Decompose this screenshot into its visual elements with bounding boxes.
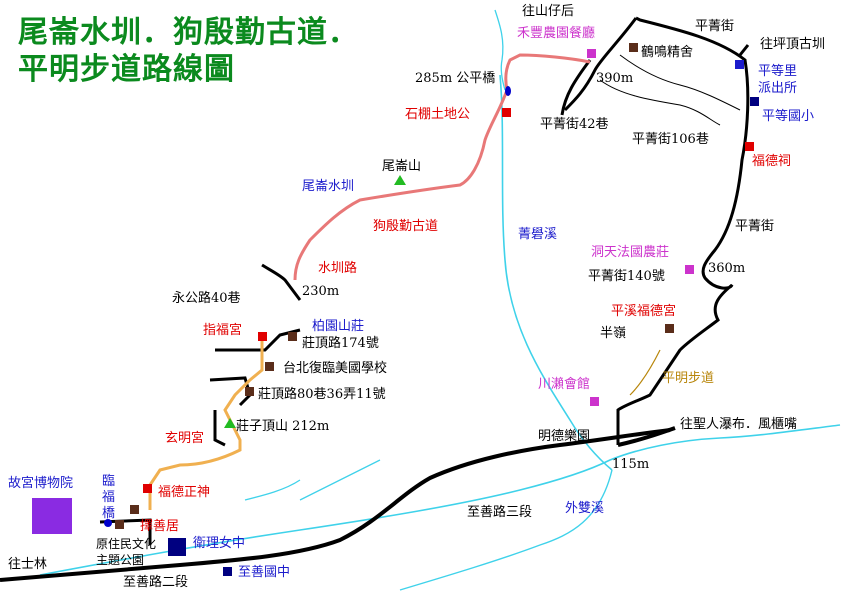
mountain-icon [224,418,236,428]
road-to-pingding [738,44,750,56]
gongping-bridge-marker [505,86,511,96]
left-stream [299,459,381,501]
label-canal-road: 水圳路 [318,261,358,276]
goyinqin-trail-line [293,53,591,281]
label-police-1: 平等里 [758,64,798,79]
zhuangding-80-branch [209,376,252,407]
label-pingming-trail: 平明步道 [662,371,715,386]
north-stream [494,9,506,91]
yonggong-road-branch [261,263,302,301]
label-zheshan: 擇善居 [140,519,180,534]
heming-path [619,54,741,111]
heyfeng-restaurant-marker [587,49,596,58]
road-to-waterfall [617,426,676,447]
pingxi-temple-marker [665,324,674,333]
zhifu-temple-marker [258,332,267,341]
label-palace-museum: 故宮博物院 [8,476,74,491]
zhishan-road [0,428,671,582]
label-shipeng-temple: 石棚土地公 [405,107,471,122]
chuanlai-marker [590,397,599,406]
map-title-line-1: 尾崙水圳．狗殷勤古道． [18,15,359,50]
dongtian-farm-marker [685,265,694,274]
label-pingjing-st-top: 平菁街 [695,19,735,34]
label-weilunshan: 尾崙山 [382,159,422,174]
waishuang-creek-stream [39,424,841,576]
label-elev-390: 390m [596,71,634,86]
shipeng-temple-marker [502,108,511,117]
label-weilun-canal: 尾崙水圳 [302,179,355,194]
label-pingjing-42: 平菁街42巷 [540,117,609,132]
label-weili-school: 衛理女中 [193,536,246,551]
label-hemingjing: 鶴鳴精舍 [641,45,694,60]
path-106 [599,79,721,126]
label-zhishan-3: 至善路三段 [467,505,533,520]
label-aboriginal-park-2: 主題公園 [96,553,145,567]
zhuangding-80-marker [245,387,254,396]
label-zhuangding-174: 莊頂路174號 [302,336,379,351]
left-stream-2 [244,479,301,501]
label-waishuang-creek: 外雙溪 [565,501,605,516]
label-american-school: 台北復臨美國學校 [283,361,388,376]
label-goyinqin-trail: 狗殷勤古道 [373,219,439,234]
zhishan-school-marker [223,567,232,576]
label-gongping-bridge: 285m 公平橋 [415,71,496,86]
label-zhishan-school: 至善國中 [238,565,291,580]
bridge-dot-marker [104,519,112,527]
label-pingjing-140: 平菁街140號 [588,269,665,284]
label-pingjing-st-mid: 平菁街 [735,219,775,234]
label-wangshanzaihou: 往山仔后 [522,4,575,19]
label-fude-zhengshen: 福德正神 [158,485,211,500]
zhuangziding-branch [213,410,226,447]
heming-marker [629,43,638,52]
palace-museum-marker [32,498,72,534]
label-dongtian-farm: 洞天法國農莊 [591,245,670,260]
label-banling: 半嶺 [600,326,627,341]
road-to-shanzaihou [563,17,638,112]
label-jingquan-creek: 菁礐溪 [518,227,558,242]
label-to-pingding: 往坪頂古圳 [760,37,826,52]
label-linfu-bridge: 臨福橋 [102,474,116,521]
zheshan-marker [115,520,124,529]
police-marker [735,60,744,69]
label-xuanming-temple: 玄明宮 [165,431,205,446]
road-42-alley [560,59,592,116]
label-to-waterfall: 往聖人瀑布．風櫃嘴 [680,417,798,432]
map-title-line-2: 平明步道路線圖 [18,52,235,87]
label-fude-temple: 福德祠 [752,154,792,169]
label-elev-115: 115m [612,457,650,472]
label-elev-230: 230m [302,284,340,299]
pingjing-street [616,16,750,445]
label-yonggong-40: 永公路40巷 [172,291,241,306]
fude-temple-marker [745,142,754,151]
weili-school-marker [168,538,186,556]
mountain-icon [394,175,406,185]
linfu-marker [130,505,139,514]
label-zhuangding-80: 莊頂路80巷36弄11號 [258,387,386,402]
tributary-stream [399,469,613,591]
label-pingxi-temple: 平溪福德宮 [611,304,677,319]
label-pingjing-106: 平菁街106巷 [632,132,709,147]
american-school-marker [265,362,274,371]
baiyuan-marker [288,332,297,341]
pingming-trail-line [629,349,661,396]
pingdeng-school-marker [750,97,759,106]
label-mingde-park: 明德樂園 [538,429,591,444]
label-heyfeng: 禾豐農園餐廳 [517,26,596,41]
label-zhuangziding: 莊子頂山 212m [236,419,330,434]
label-zhishan-2: 至善路二段 [123,575,189,590]
label-police-2: 派出所 [758,81,798,96]
label-aboriginal-park-1: 原住民文化 [96,537,157,551]
orange-trail-line [148,340,264,510]
label-pingdeng-school: 平等國小 [762,109,815,124]
label-baiyuan: 柏園山莊 [312,319,365,334]
label-to-shilin: 往士林 [8,557,48,572]
label-elev-360: 360m [708,261,746,276]
label-chuanlai: 川瀨會館 [538,377,591,392]
label-zhifu-temple: 指福宮 [203,323,243,338]
fude-zhengshen-marker [143,484,152,493]
